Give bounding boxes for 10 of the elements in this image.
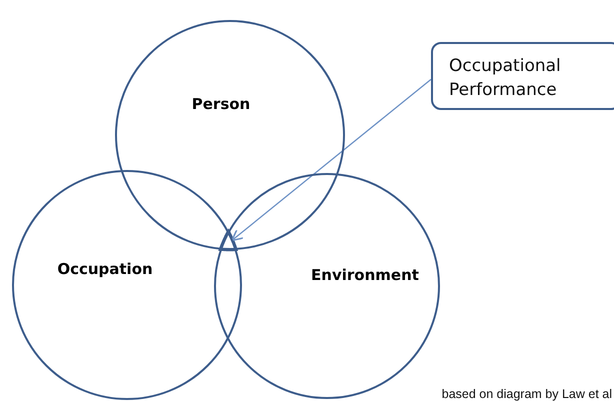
circle-label: Person (192, 95, 250, 113)
overlap-region (218, 230, 238, 252)
circle-label: Environment (311, 266, 419, 284)
circle-label: Occupation (57, 260, 153, 278)
venn-circle (214, 173, 440, 399)
venn-circle (115, 20, 345, 250)
caption: based on diagram by Law et al (442, 387, 612, 401)
venn-circle (12, 170, 242, 400)
leader-arrow (231, 78, 432, 242)
callout-box: Occupational Performance (431, 42, 614, 110)
